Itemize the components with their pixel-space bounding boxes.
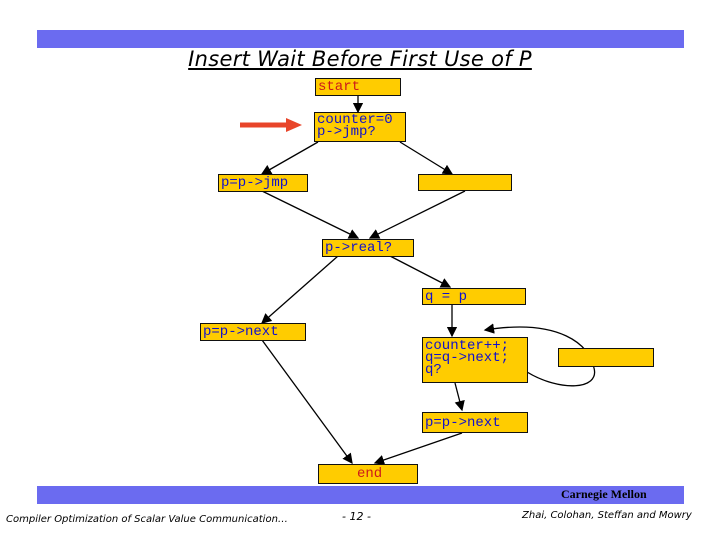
edge-preal-pnext — [261, 255, 339, 324]
node-counter-loop: counter++; q=q->next; q? — [422, 337, 528, 383]
node-start: start — [315, 78, 401, 96]
footer-bar — [37, 486, 684, 504]
institution-label: Carnegie Mellon — [561, 487, 647, 501]
edge-preal-qp — [389, 255, 452, 288]
node-p-real: p->real? — [322, 239, 414, 257]
slide-title: Insert Wait Before First Use of P — [188, 47, 532, 71]
footer-authors: Zhai, Colohan, Steffan and Mowry — [522, 510, 692, 521]
highlight-arrow — [240, 118, 302, 132]
node-q-eq-p: q = p — [422, 288, 526, 305]
edge-counter-blank — [399, 141, 454, 175]
node-p-next-bottom: p=p->next — [422, 412, 528, 433]
edge-loop-back — [483, 323, 596, 387]
node-blank-top — [418, 174, 512, 191]
edge-pjmp-preal — [261, 190, 360, 239]
page-number: - 12 - — [342, 510, 371, 523]
edge-pnext-end — [261, 339, 353, 465]
node-p-jmp: p=p->jmp — [218, 174, 308, 192]
edge-blank-preal — [368, 190, 466, 239]
node-p-next-left: p=p->next — [200, 323, 306, 341]
footer-title: Compiler Optimization of Scalar Value Co… — [6, 514, 288, 525]
node-blank-right — [558, 348, 654, 367]
header-bar — [37, 30, 684, 48]
node-end: end — [318, 464, 418, 484]
edge-loop-pnext — [454, 382, 465, 412]
edge-pnextb-end — [373, 432, 463, 465]
edge-counter-pjmp — [260, 141, 319, 175]
node-counter-init: counter=0 p->jmp? — [314, 112, 406, 142]
